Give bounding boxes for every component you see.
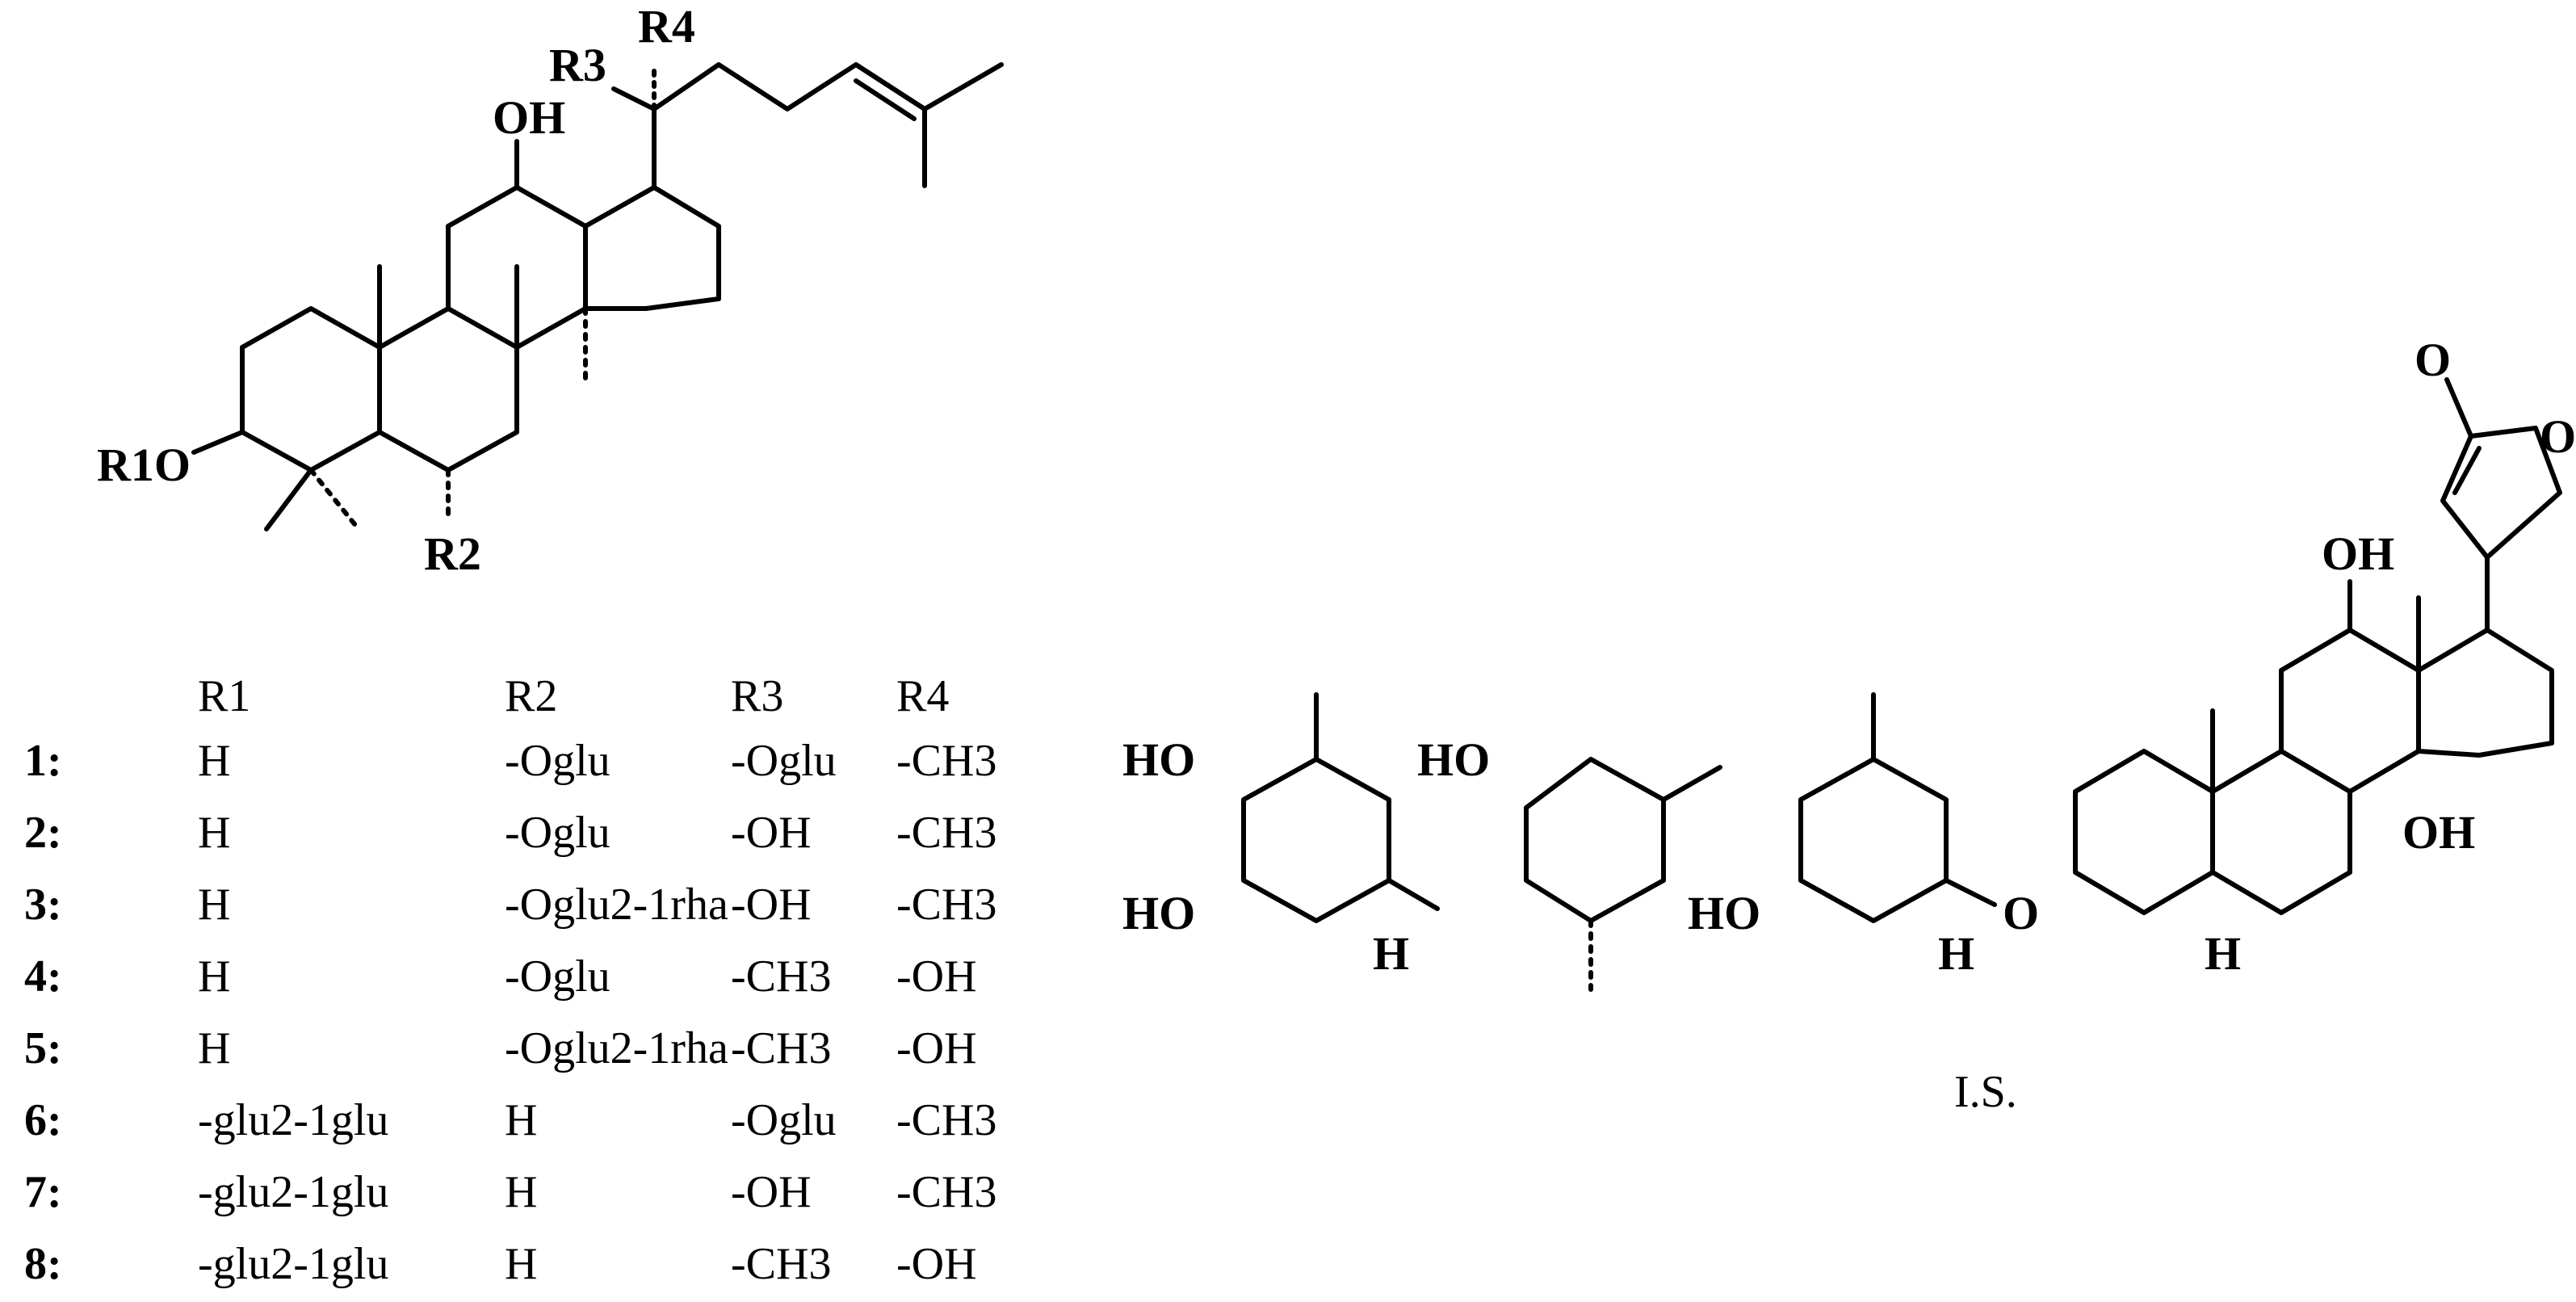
label-r1o: R1O bbox=[97, 439, 191, 491]
label-is-ho-bottom: HO bbox=[1122, 887, 1195, 939]
table-cell-r4: -OH bbox=[896, 1023, 977, 1073]
label-is-h-3: H bbox=[2205, 927, 2241, 980]
table-cell-r3: -CH3 bbox=[731, 1239, 831, 1289]
label-oh-c12: OH bbox=[493, 91, 565, 144]
table-row: 4: H -Oglu -CH3 -OH bbox=[24, 951, 977, 1002]
label-r3: R3 bbox=[549, 39, 606, 91]
ginsenoside-atom-labels: R1O R2 R3 R4 OH bbox=[97, 0, 695, 580]
table-cell-r2: -Oglu bbox=[505, 808, 610, 858]
label-is-h-2: H bbox=[1938, 927, 1974, 980]
table-row: 8: -glu2-1glu H -CH3 -OH bbox=[24, 1239, 977, 1289]
table-cell-r1: -glu2-1glu bbox=[198, 1239, 388, 1289]
compound-number: 2: bbox=[24, 808, 62, 858]
table-cell-r1: -glu2-1glu bbox=[198, 1167, 388, 1217]
table-cell-r2: H bbox=[505, 1167, 537, 1217]
label-r2: R2 bbox=[424, 527, 481, 580]
table-row: 6: -glu2-1glu H -Oglu -CH3 bbox=[24, 1095, 996, 1145]
label-is-o-link: O bbox=[2003, 887, 2039, 939]
compound-number: 5: bbox=[24, 1023, 62, 1073]
label-is-ho-sugar3: HO bbox=[1688, 887, 1760, 939]
label-is-h-1: H bbox=[1373, 927, 1409, 980]
table-cell-r4: -CH3 bbox=[896, 1095, 996, 1145]
compound-number: 1: bbox=[24, 736, 62, 786]
table-row: 3: H -Oglu2-1rha-OH -CH3 bbox=[24, 880, 996, 930]
table-cell-r3: -OH bbox=[731, 1167, 812, 1217]
compound-number: 8: bbox=[24, 1239, 62, 1289]
table-cell-r1: H bbox=[198, 808, 230, 858]
table-row: 5: H -Oglu2-1rha-CH3 -OH bbox=[24, 1023, 977, 1073]
substituent-table: R1 R2 R3 R4 1: H -Oglu -Oglu -CH3 2: H -Oglu -OH… bbox=[24, 671, 996, 1289]
table-cell-r4: -OH bbox=[896, 1239, 977, 1289]
ginsenoside-skeleton bbox=[191, 62, 1004, 531]
label-is-ho-sugar2: HO bbox=[1417, 733, 1490, 786]
compound-number: 3: bbox=[24, 880, 62, 930]
label-is-o-lactone: O bbox=[2540, 410, 2576, 463]
table-row: 1: H -Oglu -Oglu -CH3 bbox=[24, 736, 996, 786]
table-cell-r1: H bbox=[198, 951, 230, 1002]
table-header: R1 R2 R3 R4 bbox=[198, 671, 949, 721]
table-cell-r2: -Oglu2-1rha bbox=[505, 1023, 728, 1073]
internal-standard-skeleton bbox=[1241, 377, 2562, 992]
table-cell-r3: -CH3 bbox=[731, 1023, 831, 1073]
label-r4: R4 bbox=[638, 0, 695, 52]
table-cell-r2: -Oglu bbox=[505, 736, 610, 786]
table-cell-r4: -CH3 bbox=[896, 880, 996, 930]
header-r3: R3 bbox=[731, 671, 783, 721]
table-cell-r3: -CH3 bbox=[731, 951, 831, 1002]
table-cell-r4: -CH3 bbox=[896, 1167, 996, 1217]
table-cell-r3: -Oglu bbox=[731, 1095, 837, 1145]
table-cell-r2: -Oglu bbox=[505, 951, 610, 1002]
compound-number: 7: bbox=[24, 1167, 62, 1217]
table-cell-r2: -Oglu2-1rha bbox=[505, 880, 728, 930]
table-cell-r1: H bbox=[198, 1023, 230, 1073]
table-cell-r3: -OH bbox=[731, 808, 812, 858]
table-cell-r4: -CH3 bbox=[896, 808, 996, 858]
header-r1: R1 bbox=[198, 671, 250, 721]
table-cell-r1: H bbox=[198, 880, 230, 930]
internal-standard-atom-labels: HO HO HO HO OH OH O O O H H H I.S. bbox=[1122, 334, 2576, 1117]
table-cell-r4: -CH3 bbox=[896, 736, 996, 786]
table-cell-r4: -OH bbox=[896, 951, 977, 1002]
label-is-ho-top: HO bbox=[1122, 733, 1195, 786]
table-cell-r2: H bbox=[505, 1239, 537, 1289]
table-cell-r3: -Oglu bbox=[731, 736, 837, 786]
table-cell-r3: -OH bbox=[731, 880, 812, 930]
header-r4: R4 bbox=[896, 671, 949, 721]
table-rows: 1: H -Oglu -Oglu -CH3 2: H -Oglu -OH -CH3 3: H -Oglu… bbox=[24, 736, 996, 1289]
internal-standard-caption: I.S. bbox=[1954, 1067, 2017, 1117]
compound-number: 4: bbox=[24, 951, 62, 1002]
compound-number: 6: bbox=[24, 1095, 62, 1145]
header-r2: R2 bbox=[505, 671, 557, 721]
label-is-o-carbonyl: O bbox=[2414, 334, 2451, 386]
table-cell-r1: -glu2-1glu bbox=[198, 1095, 388, 1145]
table-cell-r2: H bbox=[505, 1095, 537, 1145]
table-cell-r1: H bbox=[198, 736, 230, 786]
label-is-oh-12: OH bbox=[2322, 527, 2394, 580]
table-row: 7: -glu2-1glu H -OH -CH3 bbox=[24, 1167, 996, 1217]
label-is-oh-14: OH bbox=[2402, 806, 2475, 859]
table-row: 2: H -Oglu -OH -CH3 bbox=[24, 808, 996, 858]
